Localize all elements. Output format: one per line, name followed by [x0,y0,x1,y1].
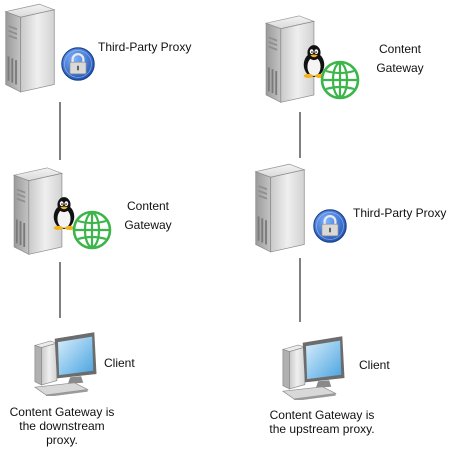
right-proxy-label: Third-Party Proxy [353,206,447,220]
right-content-gateway-label-line1: Content [378,42,422,56]
left-client-label: Client [104,356,135,370]
server-icon [5,3,55,93]
left-caption-line2: the downstream [19,419,105,433]
right-client-computer [282,335,346,400]
right-caption-line1: Content Gateway is [269,408,375,422]
globe-icon [320,60,360,100]
left-content-gateway-label-line2: Gateway [124,218,172,232]
left-content-gateway-label-line1: Content [126,199,170,213]
right-caption-line2: the upstream proxy. [269,422,375,436]
globe-icon [72,210,112,250]
right-content-gateway-label: Content Gateway [366,41,434,76]
lock-icon [312,208,348,244]
server-icon [13,167,63,255]
client-computer-icon [282,335,346,400]
client-computer-icon [34,331,98,396]
left-caption-line1: Content Gateway is [9,405,115,419]
left-content-gateway-label: Content Gateway [114,198,182,233]
left-caption: Content Gateway is the downstream proxy. [0,405,124,447]
right-content-gateway-label-line2: Gateway [376,61,424,75]
right-content-gateway-server [265,15,360,103]
lock-icon [60,46,96,82]
right-client-label: Client [359,358,390,372]
right-caption: Content Gateway is the upstream proxy. [258,408,386,436]
left-client-computer [34,331,98,396]
right-proxy-server [255,163,348,253]
left-proxy-label: Third-Party Proxy [98,40,192,54]
left-content-gateway-server [13,167,112,255]
left-caption-line3: proxy. [46,433,78,447]
left-proxy-server [5,3,96,93]
server-icon [255,163,305,253]
